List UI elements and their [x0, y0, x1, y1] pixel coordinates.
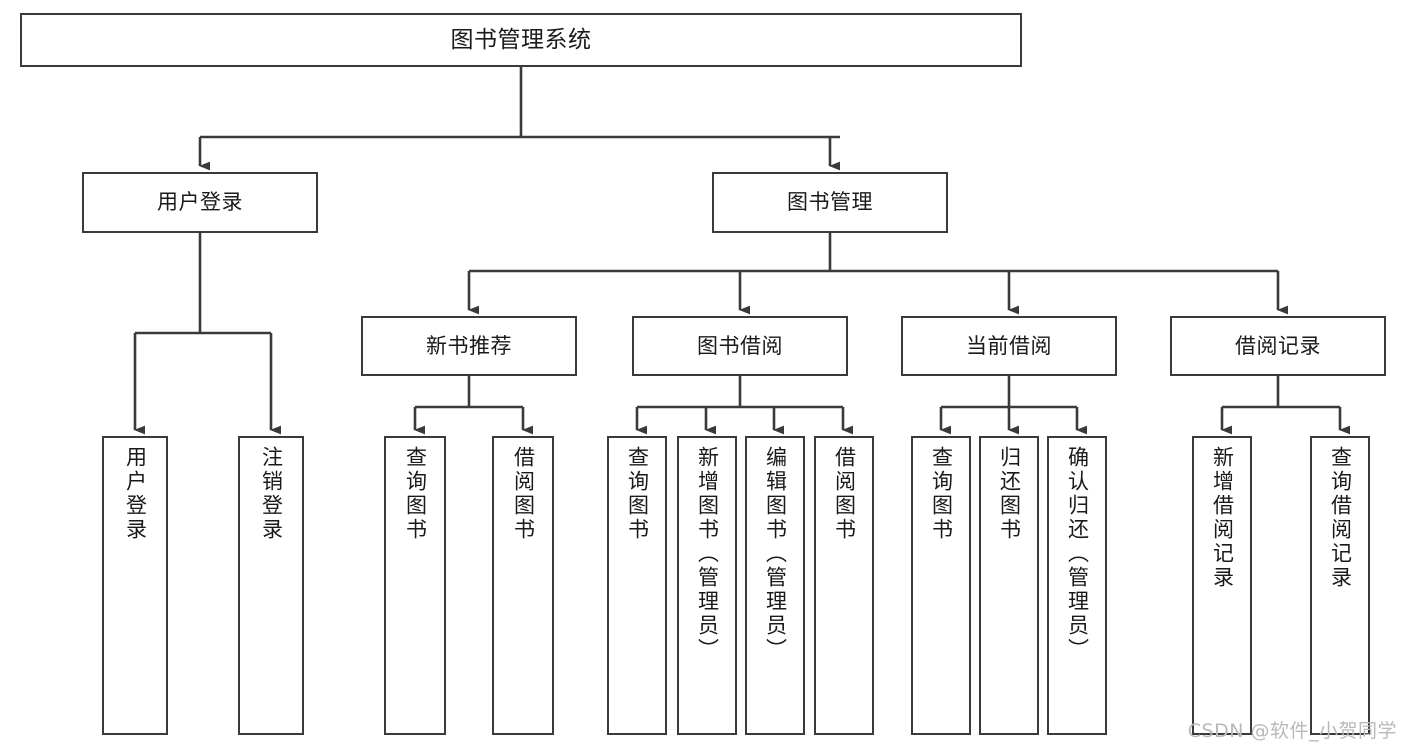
node-leaf-add-book-label: 新增图书（管理员） [695, 446, 720, 662]
node-leaf-query-book-1-label: 查询图书 [403, 446, 428, 542]
node-new-book-recommend[interactable]: 新书推荐 [361, 316, 577, 376]
node-leaf-query-record-label: 查询借阅记录 [1328, 446, 1353, 590]
node-leaf-query-book-2-label: 查询图书 [625, 446, 650, 542]
node-leaf-edit-book[interactable]: 编辑图书（管理员） [745, 436, 805, 735]
node-leaf-user-logout[interactable]: 注销登录 [238, 436, 304, 735]
node-borrow-record[interactable]: 借阅记录 [1170, 316, 1386, 376]
node-leaf-borrow-book-2[interactable]: 借阅图书 [814, 436, 874, 735]
node-current-borrow-label: 当前借阅 [966, 333, 1052, 358]
node-book-manage[interactable]: 图书管理 [712, 172, 948, 233]
node-leaf-query-book-3-label: 查询图书 [929, 446, 954, 542]
node-leaf-edit-book-label: 编辑图书（管理员） [763, 446, 788, 662]
node-leaf-query-record[interactable]: 查询借阅记录 [1310, 436, 1370, 735]
node-leaf-borrow-book-2-label: 借阅图书 [832, 446, 857, 542]
node-root[interactable]: 图书管理系统 [20, 13, 1022, 67]
node-leaf-borrow-book-1-label: 借阅图书 [511, 446, 536, 542]
node-user-login-label: 用户登录 [157, 190, 243, 215]
node-leaf-add-record[interactable]: 新增借阅记录 [1192, 436, 1252, 735]
node-leaf-add-book[interactable]: 新增图书（管理员） [677, 436, 737, 735]
node-leaf-return-book-label: 归还图书 [997, 446, 1022, 542]
node-leaf-return-book[interactable]: 归还图书 [979, 436, 1039, 735]
node-leaf-query-book-1[interactable]: 查询图书 [384, 436, 446, 735]
node-leaf-confirm-return[interactable]: 确认归还（管理员） [1047, 436, 1107, 735]
node-leaf-user-login-label: 用户登录 [123, 446, 148, 542]
watermark: CSDN @软件_小贺同学 [1187, 720, 1397, 742]
node-root-label: 图书管理系统 [450, 26, 592, 53]
node-current-borrow[interactable]: 当前借阅 [901, 316, 1117, 376]
node-borrow-record-label: 借阅记录 [1235, 333, 1321, 358]
node-leaf-query-book-3[interactable]: 查询图书 [911, 436, 971, 735]
node-book-manage-label: 图书管理 [787, 190, 873, 215]
node-leaf-user-logout-label: 注销登录 [259, 446, 284, 542]
node-new-book-recommend-label: 新书推荐 [426, 333, 512, 358]
node-book-borrow[interactable]: 图书借阅 [632, 316, 848, 376]
node-leaf-user-login[interactable]: 用户登录 [102, 436, 168, 735]
node-book-borrow-label: 图书借阅 [697, 333, 783, 358]
node-leaf-confirm-return-label: 确认归还（管理员） [1065, 446, 1090, 662]
node-leaf-query-book-2[interactable]: 查询图书 [607, 436, 667, 735]
node-user-login[interactable]: 用户登录 [82, 172, 318, 233]
node-leaf-add-record-label: 新增借阅记录 [1210, 446, 1235, 590]
node-leaf-borrow-book-1[interactable]: 借阅图书 [492, 436, 554, 735]
